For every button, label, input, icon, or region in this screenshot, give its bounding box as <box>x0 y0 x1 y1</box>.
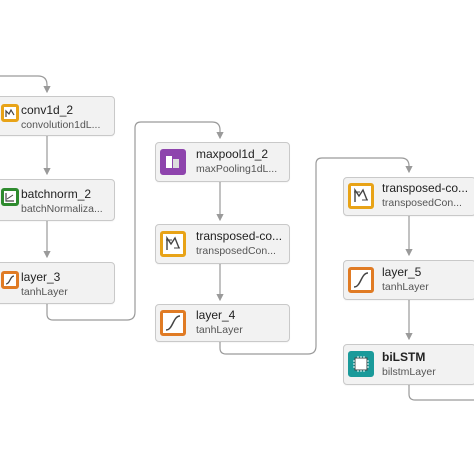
node-type: batchNormaliza... <box>21 203 103 215</box>
node-bilstm[interactable]: biLSTM bilstmLayer <box>343 344 474 385</box>
bilstm-icon <box>348 351 374 377</box>
node-name: layer_3 <box>21 270 61 284</box>
edge-layer4-transposed2 <box>219 157 413 355</box>
node-type: tanhLayer <box>196 324 243 336</box>
node-type: maxPooling1dL... <box>196 163 278 175</box>
edge-out-bilstm <box>408 385 474 401</box>
node-conv1d_2[interactable]: conv1d_2 convolution1dL... <box>0 96 115 136</box>
node-name: conv1d_2 <box>21 103 74 117</box>
node-transposed_1[interactable]: transposed-co... transposedCon... <box>155 224 290 264</box>
node-batchnorm_2[interactable]: batchnorm_2 batchNormaliza... <box>0 179 115 221</box>
node-type: tanhLayer <box>21 286 68 298</box>
tanh-icon <box>348 267 374 293</box>
node-layer_5[interactable]: layer_5 tanhLayer <box>343 260 474 300</box>
node-name: batchnorm_2 <box>21 187 92 201</box>
node-name: layer_5 <box>382 265 422 279</box>
edge-layer3-maxpool <box>46 121 224 321</box>
node-type: tanhLayer <box>382 281 429 293</box>
batchnorm-icon <box>1 188 19 206</box>
node-transposed_2[interactable]: transposed-co... transposedCon... <box>343 177 474 216</box>
node-name: transposed-co... <box>382 181 469 195</box>
node-name: biLSTM <box>382 350 426 364</box>
node-type: bilstmLayer <box>382 366 436 378</box>
transposed-conv-icon <box>348 183 374 209</box>
node-name: transposed-co... <box>196 229 283 243</box>
transposed-conv-icon <box>160 231 186 257</box>
convolution-icon <box>1 104 19 122</box>
node-layer_3[interactable]: layer_3 tanhLayer <box>0 262 115 304</box>
tanh-icon <box>160 310 186 336</box>
maxpool-icon <box>160 149 186 175</box>
node-name: maxpool1d_2 <box>196 147 269 161</box>
tanh-icon <box>1 271 19 289</box>
node-type: transposedCon... <box>196 245 276 257</box>
node-type: transposedCon... <box>382 197 462 209</box>
node-name: layer_4 <box>196 308 236 322</box>
node-maxpool1d_2[interactable]: maxpool1d_2 maxPooling1dL... <box>155 142 290 182</box>
node-layer_4[interactable]: layer_4 tanhLayer <box>155 304 290 342</box>
node-type: convolution1dL... <box>21 119 101 131</box>
edge-in-conv1d_2 <box>0 75 51 94</box>
